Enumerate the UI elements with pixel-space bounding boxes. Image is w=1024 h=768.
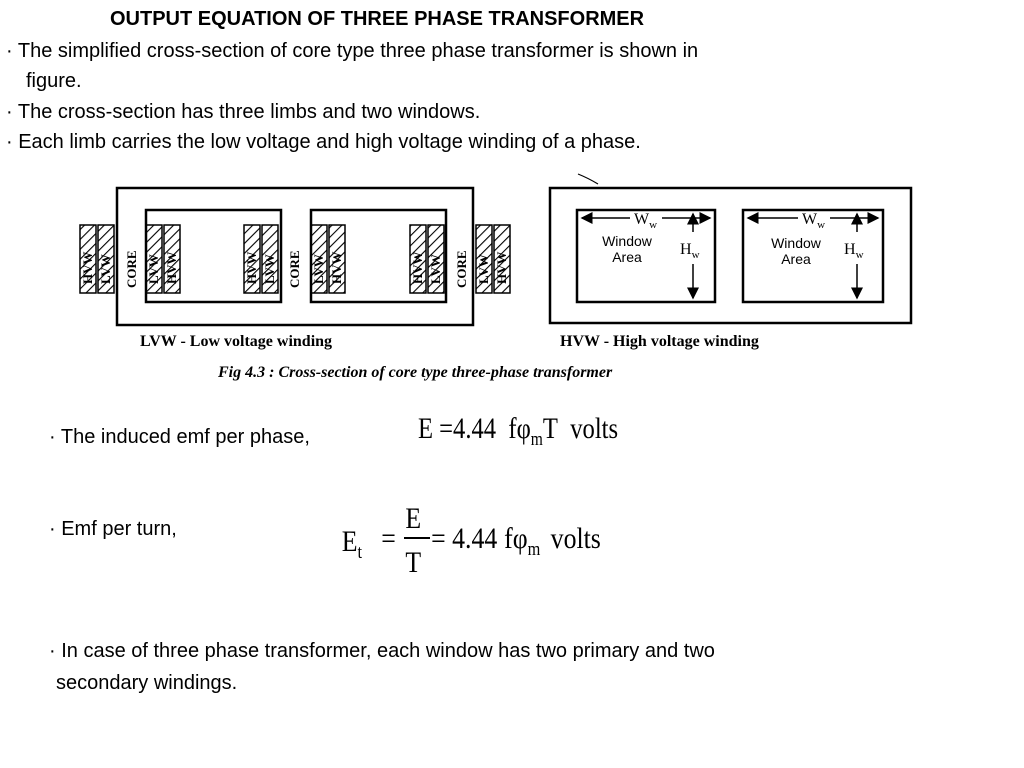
bullet-1: · The simplified cross-section of core t…: [6, 40, 699, 62]
svg-text:T: T: [405, 546, 421, 579]
lvw-label: LVW: [428, 254, 443, 284]
bullet-last-cont: secondary windings.: [56, 672, 238, 694]
hvw-label: HVW: [329, 252, 344, 285]
emf-per-phase-equation: E =4.44 fφmT volts: [418, 412, 619, 450]
bullet-last: · In case of three phase transformer, ea…: [49, 640, 715, 662]
hw-label-1: Hw: [680, 241, 700, 261]
ww-label-1: Ww: [634, 211, 657, 231]
core-label-2: CORE: [287, 250, 302, 288]
window-area-text-2: Window: [771, 235, 822, 251]
emf-per-phase-label: · The induced emf per phase,: [49, 426, 310, 448]
window-area-2: [741, 208, 885, 304]
transformer-cross-section-figure: HVW LVW CORE LVW HVW HVW LVW CORE LVW HV…: [79, 173, 913, 381]
core-outline-right: [548, 186, 913, 325]
hw-label-2: Hw: [844, 241, 864, 261]
hvw-label: HVW: [164, 252, 179, 285]
ww-label-2: Ww: [802, 211, 825, 231]
core-label-3: CORE: [454, 250, 469, 288]
page-title: OUTPUT EQUATION OF THREE PHASE TRANSFORM…: [110, 8, 645, 30]
lvw-label: LVW: [98, 254, 113, 284]
svg-text:=: =: [381, 522, 396, 555]
hvw-label: HVW: [410, 252, 425, 285]
winding-blocks: [79, 224, 511, 294]
core-outline-left: [115, 186, 475, 327]
svg-text:Et: Et: [342, 525, 362, 562]
lvw-label: LVW: [311, 254, 326, 284]
core-label-1: CORE: [124, 250, 139, 288]
window-area-text-1b: Area: [612, 249, 642, 265]
lvw-label: LVW: [262, 254, 277, 284]
bullet-3: · Each limb carries the low voltage and …: [6, 131, 641, 153]
emf-per-turn-label: · Emf per turn,: [49, 518, 177, 540]
svg-text:E: E: [405, 502, 421, 535]
legend-hvw: HVW - High voltage winding: [560, 333, 759, 350]
lvw-label: LVW: [146, 254, 161, 284]
lvw-label: LVW: [476, 254, 491, 284]
window-area-text-2b: Area: [781, 251, 811, 267]
bullet-2: · The cross-section has three limbs and …: [6, 101, 481, 123]
hvw-label: HVW: [80, 252, 95, 285]
figure-caption: Fig 4.3 : Cross-section of core type thr…: [217, 364, 613, 381]
window-area-text-1: Window: [602, 233, 653, 249]
legend-lvw: LVW - Low voltage winding: [140, 333, 332, 350]
window-area-1: [575, 208, 717, 304]
bullet-1-cont: figure.: [26, 70, 82, 92]
hvw-label: HVW: [494, 252, 509, 285]
hvw-label: HVW: [244, 252, 259, 285]
